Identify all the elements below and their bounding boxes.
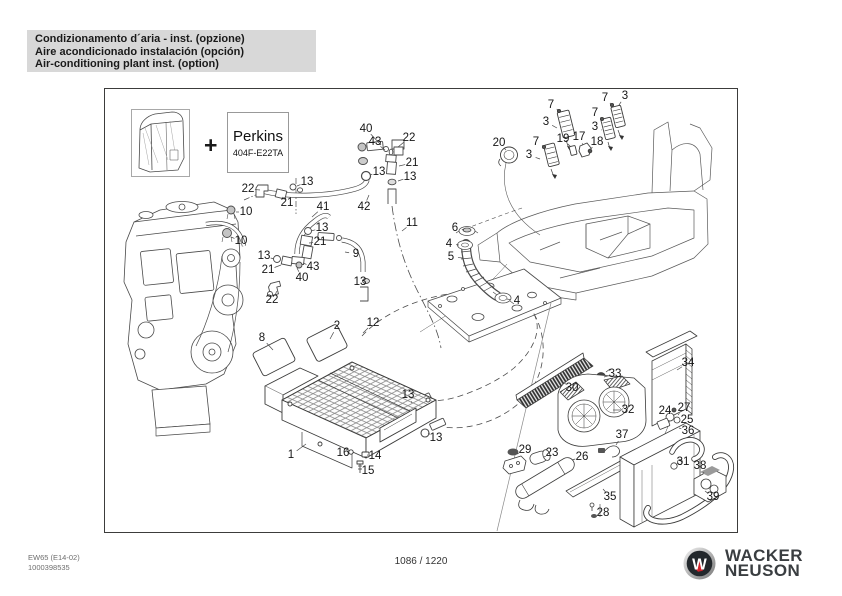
header-title-block: Condizionamento d´aria - inst. (opzione)… [27, 30, 316, 72]
engine-model: 404F-E22TA [232, 147, 284, 158]
logo-letter: W [692, 556, 707, 573]
wacker-neuson-logo: W WACKER NEUSON [683, 547, 803, 580]
footer-document-number: 1000398535 [28, 562, 70, 572]
footer-model-code: EW65 (E14-02) [28, 553, 80, 562]
logo-badge: W [683, 547, 716, 580]
cab-thumbnail-box [131, 109, 190, 177]
footer-document-info: EW65 (E14-02) 1000398535 [28, 553, 80, 572]
logo-red-accent [696, 559, 703, 572]
brand-line-1: WACKER [725, 546, 803, 565]
title-italian: Condizionamento d´aria - inst. (opzione) [35, 33, 245, 45]
title-english: Air-conditioning plant inst. (option) [35, 58, 219, 70]
engine-brand: Perkins [232, 127, 284, 145]
plus-sign: + [204, 132, 218, 158]
page-indicator: 1086 / 1220 [394, 556, 448, 567]
engine-reference-box: Perkins 404F-E22TA [227, 112, 289, 173]
brand-wordmark: WACKER NEUSON [725, 546, 803, 580]
brand-line-2: NEUSON [725, 560, 801, 580]
diagram-frame [104, 88, 738, 533]
title-spanish: Aire acondicionado instalación (opción) [35, 45, 245, 58]
